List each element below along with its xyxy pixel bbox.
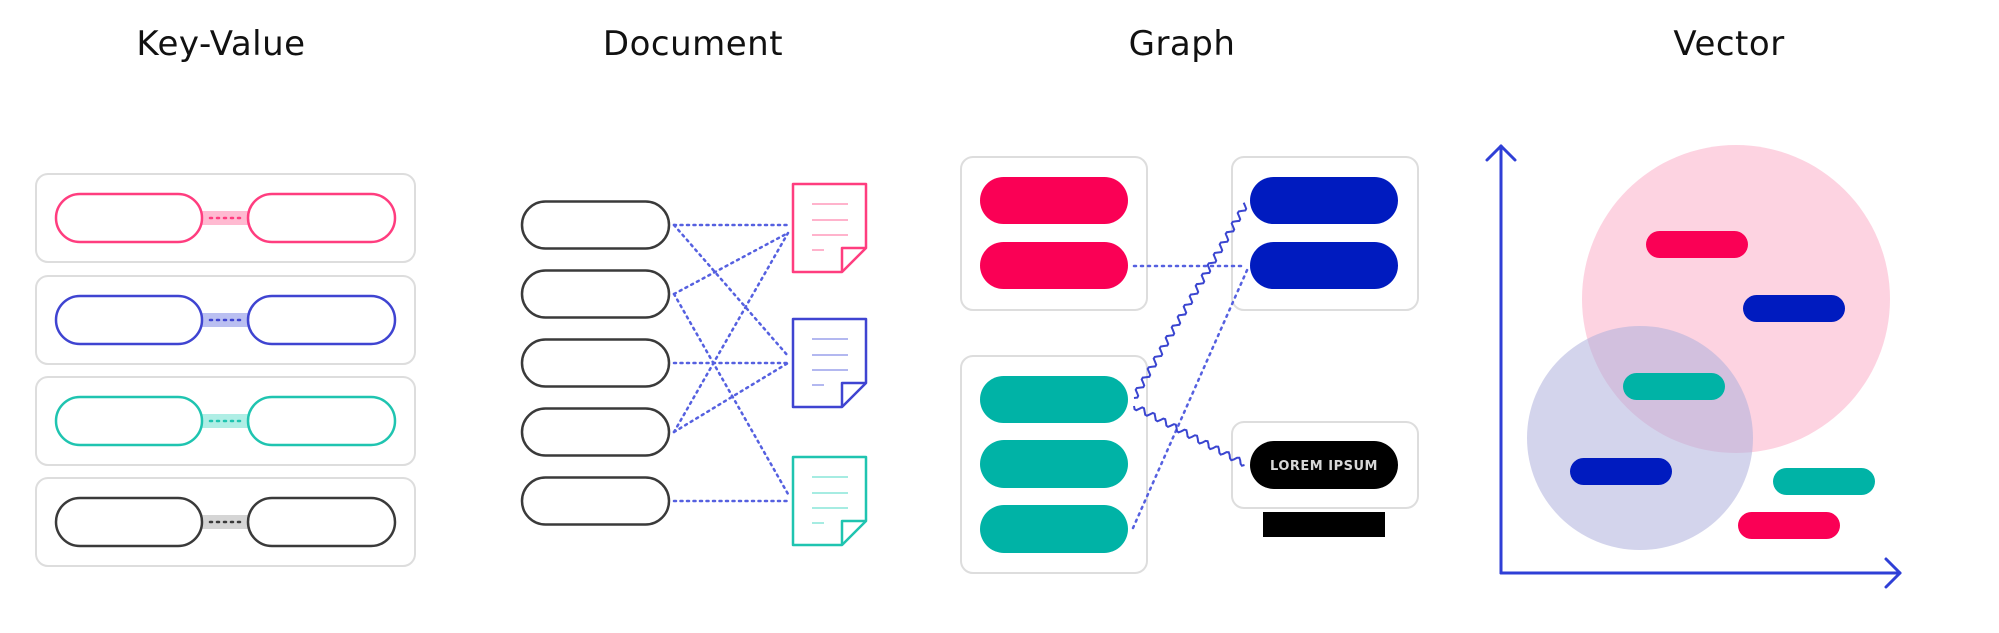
document-records <box>520 200 671 526</box>
key-value-row <box>35 173 416 263</box>
key-value-section <box>35 173 416 567</box>
graph-pill-pink-2 <box>980 242 1128 289</box>
document-link <box>672 292 790 496</box>
key-value-row <box>35 477 416 567</box>
document-link <box>672 361 790 434</box>
vector-item-1 <box>1646 231 1748 258</box>
document-section <box>520 182 868 547</box>
value-pill <box>246 294 397 346</box>
x-axis-arrow-icon <box>1884 557 1902 589</box>
title-graph: Graph <box>1129 24 1236 64</box>
title-vector: Vector <box>1673 24 1784 64</box>
value-pill <box>246 192 397 244</box>
vector-item-2 <box>1743 295 1845 322</box>
key-pill <box>54 294 204 346</box>
key-pill <box>54 192 204 244</box>
vector-item-5 <box>1773 468 1875 495</box>
document-link <box>672 231 790 296</box>
graph-label-base <box>1263 512 1385 537</box>
graph-pill-label <box>1250 441 1398 489</box>
graph-edges <box>1131 202 1250 530</box>
graph-label-text: LOREM IPSUM <box>1270 459 1378 474</box>
graph-pill-teal-3 <box>980 505 1128 553</box>
graph-edge-dotted <box>1131 266 1250 530</box>
document-file-icon <box>791 455 868 547</box>
vector-item-4 <box>1570 458 1672 485</box>
vector-item-6 <box>1738 512 1840 539</box>
document-file-icon <box>791 182 868 274</box>
document-page-outline <box>791 182 868 274</box>
graph-edge-wavy <box>1133 405 1245 467</box>
vector-item-3 <box>1623 373 1725 400</box>
blue-cluster <box>1527 326 1753 550</box>
graph-pill-teal-2 <box>980 440 1128 488</box>
document-page-fold <box>840 519 866 545</box>
document-record-pill <box>520 200 671 250</box>
key-value-row <box>35 376 416 466</box>
graph-edge-wavy <box>1133 202 1248 399</box>
vector-items <box>1570 231 1875 539</box>
document-files <box>791 182 868 547</box>
document-link <box>672 223 790 358</box>
key-value-row <box>35 275 416 365</box>
document-page-fold <box>840 381 866 407</box>
graph-pill-pink-1 <box>980 177 1128 224</box>
value-pill <box>246 395 397 447</box>
key-pill <box>54 496 204 548</box>
y-axis <box>1485 144 1517 575</box>
document-page-fold <box>840 246 866 272</box>
title-key-value: Key-Value <box>136 24 305 64</box>
value-pill <box>246 496 397 548</box>
document-link <box>672 231 790 434</box>
document-page-outline <box>791 455 868 547</box>
x-axis <box>1499 557 1902 589</box>
document-page-outline <box>791 317 868 409</box>
key-pill <box>54 395 204 447</box>
document-links <box>672 223 790 503</box>
document-file-icon <box>791 317 868 409</box>
y-axis-arrow-icon <box>1485 144 1517 162</box>
document-record-pill <box>520 476 671 526</box>
document-record-pill <box>520 269 671 319</box>
document-record-pill <box>520 407 671 457</box>
document-record-pill <box>520 338 671 388</box>
graph-pill-blue-2 <box>1250 242 1398 289</box>
graph-pill-teal-1 <box>980 376 1128 423</box>
graph-section: LOREM IPSUM <box>960 156 1419 574</box>
title-document: Document <box>603 24 783 64</box>
vector-section <box>1485 144 1902 589</box>
graph-pill-blue-1 <box>1250 177 1398 224</box>
